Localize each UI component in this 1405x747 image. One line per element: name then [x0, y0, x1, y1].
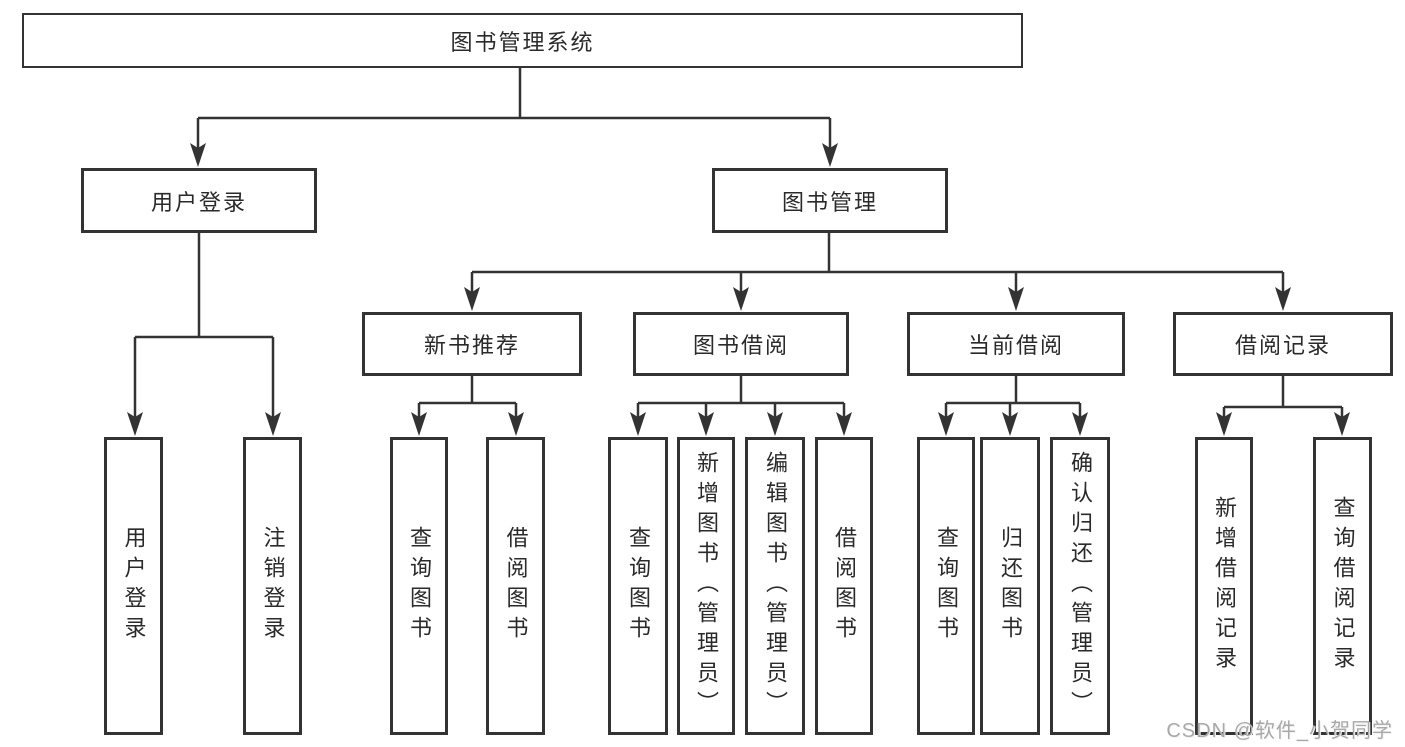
- node-borrowing-records: 借阅记录: [1173, 312, 1393, 376]
- node-label: 图书借阅: [692, 333, 789, 358]
- node-user-login: 用户登录: [81, 168, 317, 233]
- leaf-query-books-current: 查询图书: [917, 437, 975, 735]
- csdn-watermark: CSDN @软件_小贺同学: [1166, 720, 1393, 742]
- leaf-borrow-books-borrowing: 借阅图书: [815, 437, 873, 735]
- leaf-label: 用户登录: [121, 526, 147, 646]
- node-library-management-system: 图书管理系统: [22, 13, 1023, 68]
- leaf-label: 归还图书: [998, 526, 1023, 646]
- leaf-label: 新增借阅记录: [1212, 496, 1237, 676]
- leaf-label: 确认归还（管理员）: [1068, 451, 1093, 721]
- leaf-add-books-admin: 新增图书（管理员）: [677, 437, 735, 735]
- leaf-label: 编辑图书（管理员）: [763, 451, 788, 721]
- leaf-label: 借阅图书: [503, 526, 529, 646]
- node-label: 用户登录: [150, 189, 247, 215]
- leaf-return-books: 归还图书: [980, 437, 1040, 735]
- leaf-borrow-books-recommend: 借阅图书: [486, 437, 545, 735]
- node-current-borrowing: 当前借阅: [907, 312, 1125, 376]
- node-label: 图书管理系统: [450, 29, 595, 55]
- arrowheads: [127, 143, 1350, 436]
- leaf-label: 新增图书（管理员）: [694, 451, 719, 721]
- leaf-label: 查询图书: [934, 526, 959, 646]
- leaf-add-borrow-record: 新增借阅记录: [1195, 437, 1253, 735]
- node-label: 当前借阅: [967, 333, 1064, 358]
- leaf-label: 查询图书: [626, 526, 651, 646]
- leaf-query-borrow-record: 查询借阅记录: [1313, 437, 1372, 735]
- leaf-label: 查询借阅记录: [1330, 496, 1356, 676]
- leaf-label: 查询图书: [407, 526, 432, 646]
- leaf-confirm-return-admin: 确认归还（管理员）: [1050, 437, 1110, 735]
- leaf-query-books-recommend: 查询图书: [390, 437, 448, 735]
- leaf-user-login: 用户登录: [104, 437, 163, 735]
- node-label: 借阅记录: [1234, 333, 1331, 358]
- leaf-label: 注销登录: [260, 526, 286, 646]
- node-label: 图书管理: [781, 189, 878, 215]
- node-book-borrowing: 图书借阅: [633, 312, 849, 376]
- node-book-management: 图书管理: [712, 168, 948, 233]
- leaf-edit-books-admin: 编辑图书（管理员）: [745, 437, 805, 735]
- leaf-logout: 注销登录: [243, 437, 302, 735]
- leaf-query-books-borrowing: 查询图书: [608, 437, 668, 735]
- node-label: 新书推荐: [423, 333, 520, 358]
- leaf-label: 借阅图书: [832, 526, 857, 646]
- node-new-book-recommendation: 新书推荐: [362, 312, 582, 376]
